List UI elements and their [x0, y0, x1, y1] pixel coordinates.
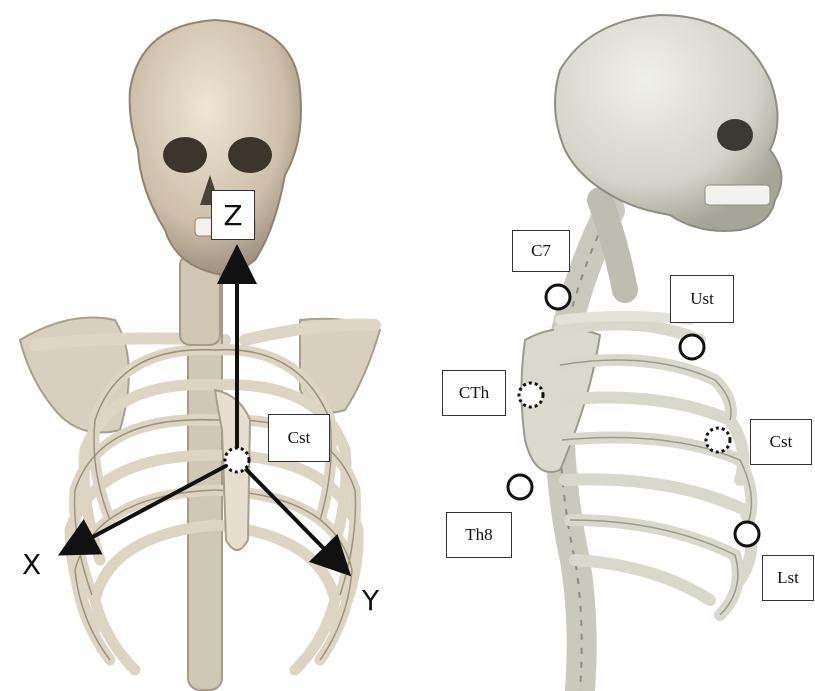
cth-marker: [519, 383, 543, 407]
th8-marker: [508, 475, 532, 499]
side-skeleton: [522, 15, 782, 690]
x-axis-label: X: [22, 548, 41, 581]
cst-origin-label: Cst: [268, 414, 330, 462]
lst-marker: [735, 522, 759, 546]
y-axis-label: Y: [362, 584, 379, 617]
cst-origin-marker: [225, 448, 249, 472]
ust-marker: [680, 335, 704, 359]
cth-label: CTh: [442, 370, 506, 416]
lst-label: Lst: [762, 555, 814, 601]
c7-marker: [546, 285, 570, 309]
c7-label: C7: [512, 230, 570, 272]
cst-side-label: Cst: [750, 419, 812, 465]
ust-label: Ust: [670, 275, 734, 323]
th8-label: Th8: [446, 512, 512, 558]
front-skeleton: [20, 20, 380, 690]
z-axis-label: Z: [211, 190, 255, 240]
cst-side-marker: [706, 428, 730, 452]
